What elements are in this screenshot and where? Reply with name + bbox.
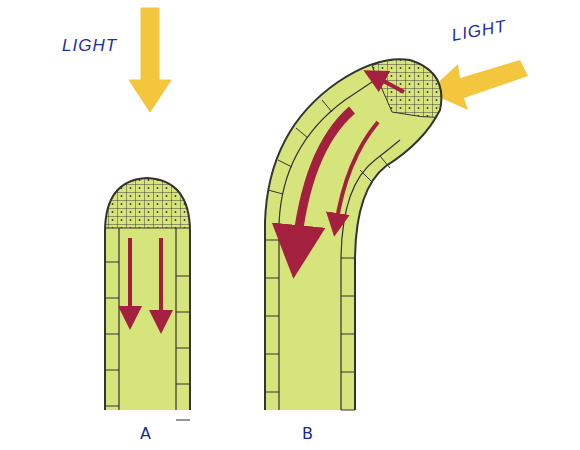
light-arrow — [428, 60, 528, 110]
panel-label: A — [140, 424, 151, 443]
light-label: LIGHT — [450, 17, 508, 46]
coleoptile-b — [265, 58, 450, 410]
light-arrow — [129, 8, 171, 112]
coleoptile-a — [105, 176, 191, 420]
panel-label: B — [302, 424, 313, 443]
light-label: LIGHT — [62, 36, 117, 56]
